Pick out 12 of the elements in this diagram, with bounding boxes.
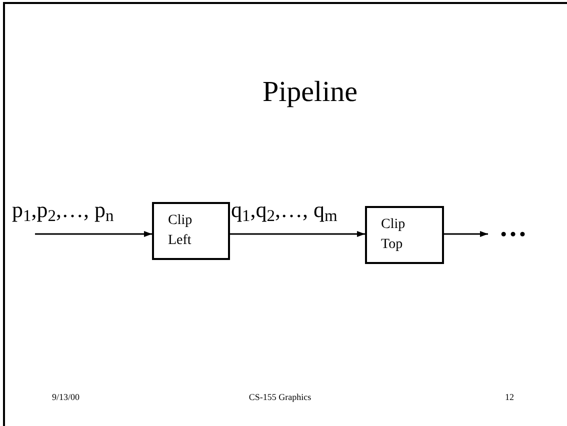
edge-label: p$_{1}$,p$_{2}$,…, p$_{n}$ — [12, 196, 114, 224]
ellipsis-text: … — [496, 214, 530, 242]
arrow — [230, 231, 365, 237]
arrow — [444, 231, 488, 237]
slide-title: Pipeline — [261, 75, 359, 110]
edge-label: q$_{1}$,q$_{2}$,…, q$_{m}$ — [231, 196, 338, 224]
footer-text: CS-155 Graphics — [248, 391, 312, 404]
footer-text: 9/13/00 — [52, 391, 80, 404]
footer-text: 12 — [505, 391, 514, 404]
arrow — [35, 231, 152, 237]
process-box: Clip Top — [365, 206, 444, 264]
process-box: Clip Left — [152, 202, 230, 260]
